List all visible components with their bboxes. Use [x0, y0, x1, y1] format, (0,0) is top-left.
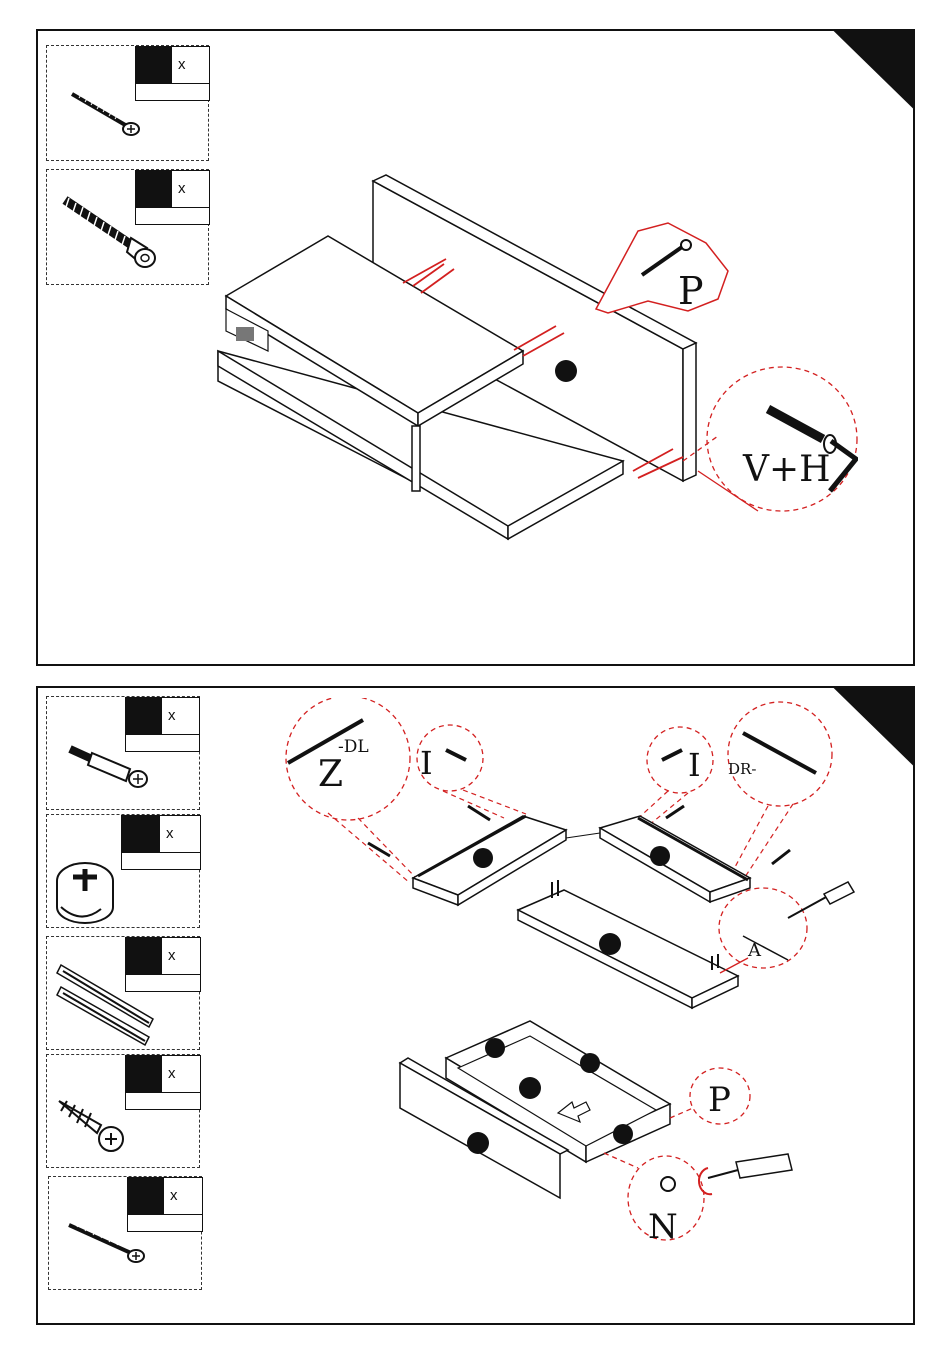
quantity-symbol: x	[178, 56, 186, 73]
callout-label-vh: V+H	[742, 449, 831, 490]
callout-label-z: Z	[318, 754, 343, 795]
parts-box-short-screw: x	[46, 45, 209, 161]
cam-lock-icon	[51, 859, 121, 925]
step-1-panel: x x	[36, 29, 915, 666]
parts-box-cam-bolt: x	[46, 696, 200, 810]
callout-label-p2: P	[708, 1080, 731, 1120]
long-screw-icon	[63, 1217, 153, 1267]
step-2-panel: x x x	[36, 686, 915, 1325]
step-2-assembly-drawing: -DL Z I I DR-	[268, 698, 878, 1298]
drawer-runner-icon	[53, 957, 163, 1047]
step-number-tab	[833, 29, 915, 109]
callout-label-a: A	[747, 940, 762, 961]
long-screw-icon	[59, 194, 169, 274]
parts-box-cam-lock: x	[46, 814, 200, 928]
quantity-symbol: x	[168, 707, 176, 724]
parts-box-drawer-runner: x	[46, 936, 200, 1050]
callout-label-p: P	[678, 269, 704, 313]
coarse-screw-icon	[57, 1091, 137, 1161]
quantity-box: x	[121, 815, 201, 870]
quantity-symbol: x	[168, 947, 176, 964]
callout-label-i-left: I	[420, 744, 433, 782]
callout-label-n: N	[648, 1207, 678, 1247]
parts-box-long-screw: x	[46, 169, 209, 285]
step-1-assembly-drawing: P V+H	[208, 171, 858, 571]
screwdriver-icon	[788, 882, 854, 918]
quantity-symbol: x	[168, 1065, 176, 1082]
quantity-symbol: x	[166, 825, 174, 842]
quantity-symbol: x	[170, 1187, 178, 1204]
quantity-symbol: x	[178, 180, 186, 197]
cam-bolt-icon	[62, 737, 162, 797]
short-screw-icon	[67, 84, 147, 144]
parts-box-coarse-screw: x	[46, 1054, 200, 1168]
callout-label-dr: DR-	[728, 760, 756, 778]
screwdriver-icon	[699, 1154, 792, 1194]
parts-box-long-screw: x	[48, 1176, 202, 1290]
callout-label-i-right: I	[688, 746, 701, 784]
